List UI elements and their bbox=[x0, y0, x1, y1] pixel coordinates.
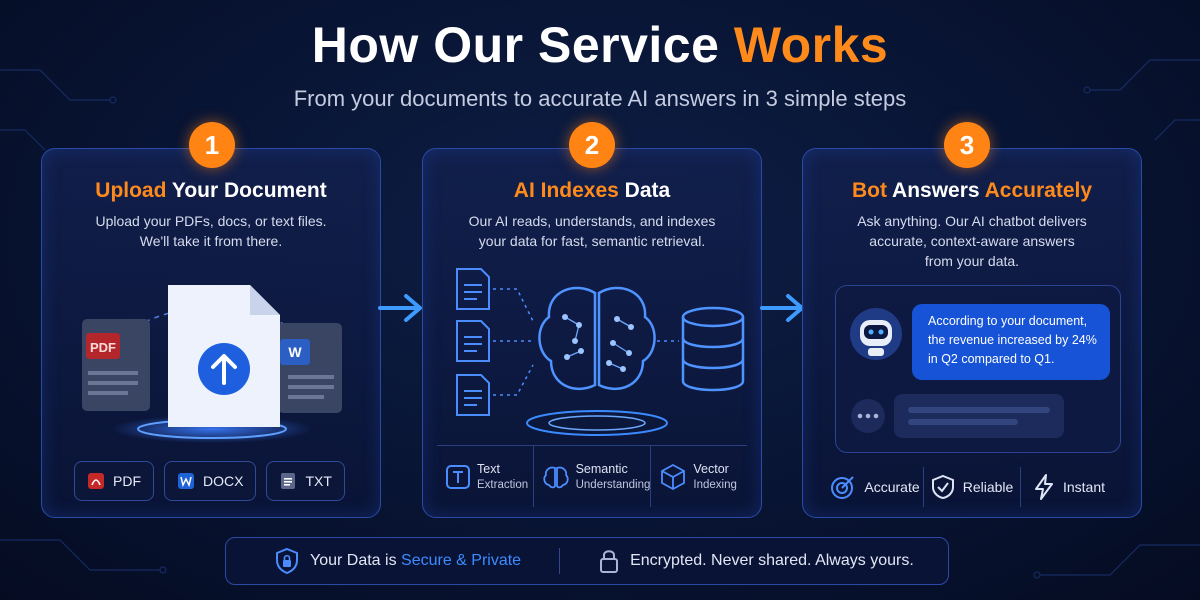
text-file-icon bbox=[281, 473, 296, 489]
step-badge-2: 2 bbox=[569, 122, 615, 168]
robot-avatar-icon bbox=[850, 308, 902, 360]
step-description: Upload your PDFs, docs, or text files.We… bbox=[95, 213, 327, 249]
security-label: Your Data is Secure & Private bbox=[274, 547, 521, 575]
bot-message-bubble: According to your document,the revenue i… bbox=[912, 304, 1110, 380]
format-chip-docx: DOCX bbox=[164, 461, 257, 501]
step-card-index: AI Indexes Data Our AI reads, understand… bbox=[422, 148, 762, 518]
target-icon bbox=[831, 476, 855, 499]
feature-accurate: Accurate bbox=[827, 467, 923, 507]
document-upload-icon bbox=[168, 285, 280, 427]
step-title: AI Indexes Data bbox=[513, 179, 671, 202]
word-file-icon bbox=[278, 323, 342, 413]
security-note: Encrypted. Never shared. Always yours. bbox=[598, 548, 914, 574]
format-chip-pdf: PDF bbox=[74, 461, 154, 501]
pdf-icon bbox=[88, 473, 104, 489]
brain-icon bbox=[543, 466, 569, 488]
upload-illustration: PDF W bbox=[82, 285, 342, 443]
document-stack-icon bbox=[456, 268, 490, 416]
indexing-illustration bbox=[456, 268, 745, 436]
format-chips: PDF DOCX TXT bbox=[74, 461, 345, 501]
step-title: Bot Answers Accurately bbox=[851, 179, 1093, 202]
feature-instant: Instant bbox=[1020, 467, 1117, 507]
step-title: Upload Your Document bbox=[95, 179, 327, 202]
step-card-upload: Upload Your Document Upload your PDFs, d… bbox=[41, 148, 381, 518]
feature-reliable: Reliable bbox=[923, 467, 1020, 507]
security-banner: Your Data is Secure & Private Encrypted.… bbox=[225, 537, 949, 585]
divider bbox=[559, 548, 561, 574]
text-t-icon bbox=[446, 464, 470, 489]
lock-icon bbox=[600, 550, 619, 573]
shield-lock-icon bbox=[276, 547, 298, 575]
step-card-answers: Bot Answers Accurately Ask anything. Our… bbox=[802, 148, 1142, 518]
shield-check-icon bbox=[931, 474, 954, 500]
cube-icon bbox=[661, 463, 686, 490]
database-icon bbox=[681, 306, 745, 392]
word-icon bbox=[178, 473, 194, 489]
page-title: How Our Service Works bbox=[311, 17, 889, 73]
brain-icon bbox=[538, 286, 656, 391]
chat-preview: According to your document,the revenue i… bbox=[835, 285, 1121, 453]
header: How Our Service Works From your document… bbox=[0, 14, 1200, 112]
page-subtitle: From your documents to accurate AI answe… bbox=[293, 86, 907, 111]
typing-indicator-icon bbox=[851, 399, 885, 433]
user-message-placeholder bbox=[894, 394, 1064, 438]
arrow-right-icon bbox=[760, 294, 804, 322]
svg-text:W: W bbox=[288, 344, 302, 360]
format-chip-txt: TXT bbox=[266, 461, 345, 501]
feature-row: Accurate Reliable Instant bbox=[827, 467, 1117, 507]
lightning-icon bbox=[1034, 474, 1053, 500]
step-badge-1: 1 bbox=[189, 122, 235, 168]
pdf-file-icon bbox=[82, 319, 150, 411]
step-badge-3: 3 bbox=[944, 122, 990, 168]
svg-text:PDF: PDF bbox=[90, 340, 116, 355]
arrow-right-icon bbox=[378, 294, 422, 322]
